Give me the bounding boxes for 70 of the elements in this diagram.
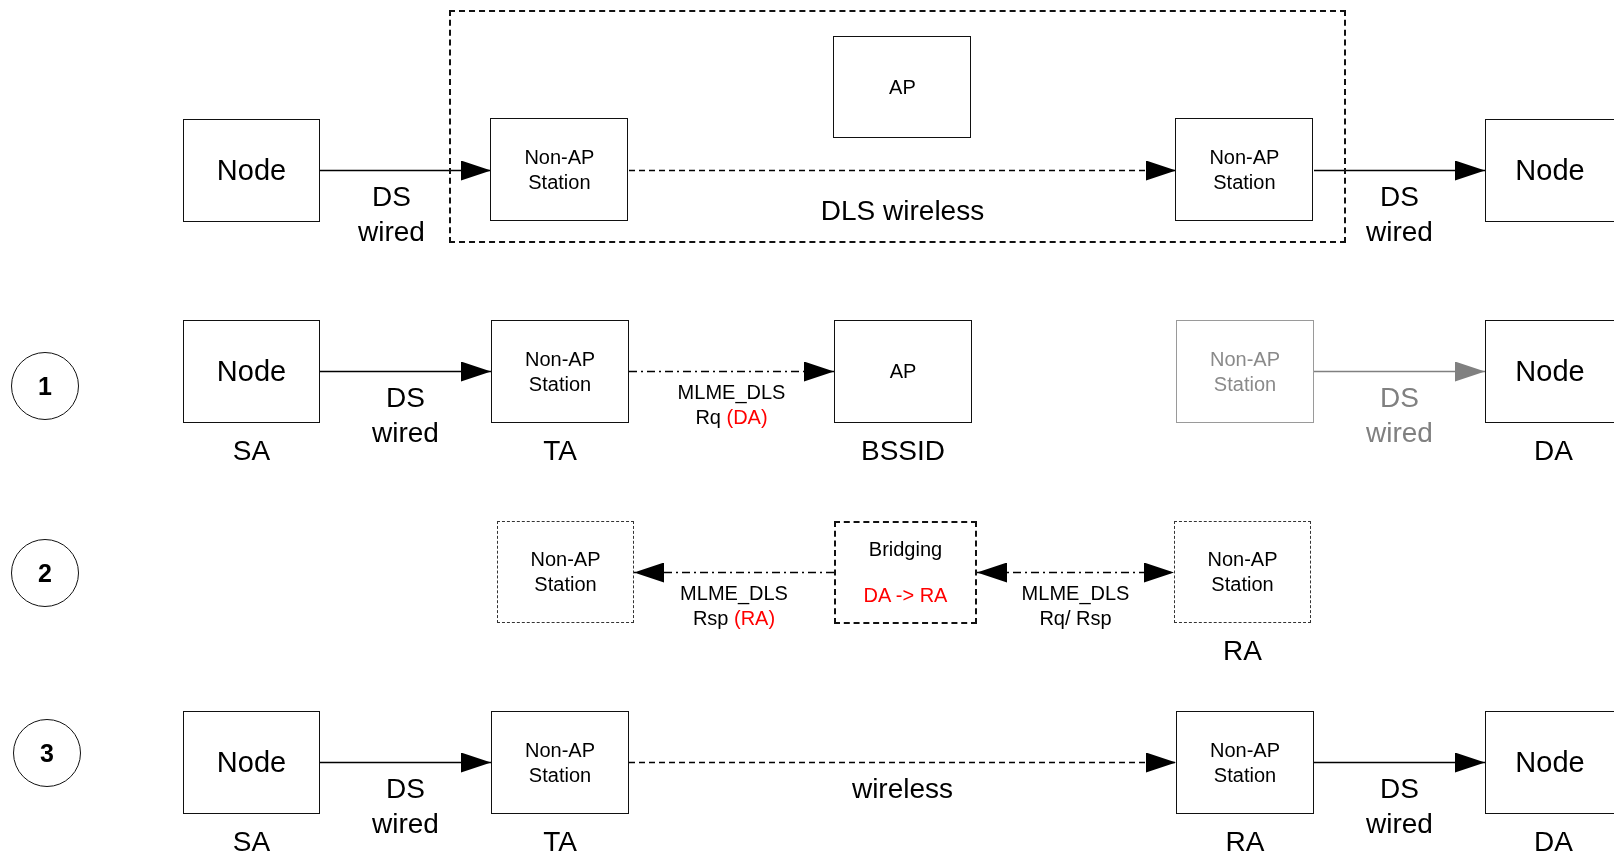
process-box: [183, 711, 320, 814]
process-box: [833, 36, 972, 139]
process-box: [834, 521, 977, 624]
process-box: [1176, 320, 1314, 423]
process-box: [1485, 119, 1614, 222]
process-box: [183, 320, 320, 423]
node-label: 1: [38, 371, 52, 401]
process-box: [1175, 118, 1314, 222]
node-label: Node: [1515, 745, 1585, 781]
node-label: 2: [38, 558, 52, 588]
node-label: Node: [216, 354, 287, 390]
arrow: [1313, 752, 1486, 773]
process-box: [491, 711, 629, 814]
arrow: [319, 752, 492, 773]
node-label: Non-AP Station: [1206, 547, 1279, 597]
process-box: [497, 521, 634, 623]
address-label: SA: [232, 435, 271, 467]
edge-label: MLME_DLS Rsp (RA): [679, 580, 789, 631]
node-label: Non-AP Station: [524, 346, 596, 397]
process-box: [1485, 320, 1614, 423]
node-label: 3: [40, 738, 54, 768]
edge-label: DS wired: [1365, 771, 1434, 841]
process-box: [491, 320, 629, 423]
address-label: DA: [1534, 826, 1573, 858]
node-label: Non-AP Station: [1208, 144, 1281, 195]
node-label: Non-AP Station: [1209, 737, 1281, 788]
address-label: DA: [1534, 435, 1573, 467]
arrow: [628, 361, 835, 382]
edge-label: DS wired: [371, 380, 440, 450]
address-label: SA: [232, 826, 271, 858]
process-box: [1174, 521, 1311, 623]
node-label: Node: [1515, 354, 1585, 390]
address-label: TA: [543, 826, 577, 858]
address-label: RA: [1223, 635, 1262, 667]
edge-label: DS wired: [1365, 380, 1434, 450]
edge-label: DS wired: [371, 771, 440, 841]
arrow: [319, 160, 492, 181]
arrow: [1313, 160, 1486, 181]
node-label: Bridging: [868, 537, 943, 563]
arrow: [628, 752, 1177, 773]
arrow: [319, 361, 492, 382]
node-label: Non-AP Station: [1209, 346, 1281, 397]
node-label: Non-AP Station: [524, 737, 596, 788]
arrow: [633, 562, 835, 583]
node-label: Node: [216, 153, 287, 189]
address-label: BSSID: [861, 435, 945, 467]
node-label: AP: [889, 74, 916, 100]
node-label: Node: [216, 745, 287, 781]
process-box: [1485, 711, 1614, 814]
edge-label: DS wired: [1365, 179, 1434, 249]
arrow: [1313, 361, 1486, 382]
node-label: DA -> RA: [863, 582, 948, 608]
arrow: [976, 562, 1175, 583]
node-label: AP: [889, 359, 917, 384]
group-frame: [449, 10, 1346, 243]
edge-label: wireless: [850, 771, 955, 806]
process-box: [1176, 711, 1314, 814]
address-label: RA: [1225, 826, 1265, 858]
address-label: TA: [543, 435, 577, 467]
edge-label: MLME_DLS Rq (DA): [676, 379, 787, 430]
edge-label: MLME_DLS Rq/ Rsp: [1020, 580, 1131, 631]
process-box: [490, 118, 629, 222]
node-label: Non-AP Station: [529, 547, 602, 597]
edge-label: DLS wireless: [819, 193, 986, 228]
arrow: [628, 160, 1177, 181]
process-box: [834, 320, 972, 423]
node-label: Non-AP Station: [523, 144, 596, 195]
edge-label: DS wired: [357, 179, 426, 249]
node-label: Node: [1515, 153, 1585, 189]
process-box: [183, 119, 320, 222]
